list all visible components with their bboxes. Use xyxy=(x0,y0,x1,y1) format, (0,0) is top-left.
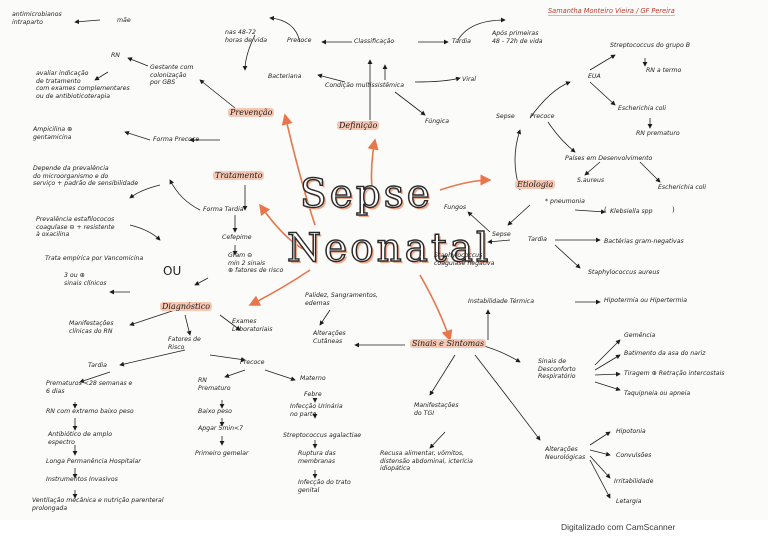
resp-item: Batimento da asa do nariz xyxy=(624,350,706,357)
resp-item: Taquipneia ou apneia xyxy=(624,390,691,397)
treatment-late-options: Prevalência estafilococos coagulase ⊖ + … xyxy=(36,216,115,239)
etiology-strep-note: RN a termo xyxy=(646,67,682,74)
maternal-risk-item: Infecção do trato genital xyxy=(298,479,351,494)
maternal-risk-item: Streptococcus agalactiae xyxy=(283,432,362,439)
etiology-ecoli-2: Escherichia coli xyxy=(658,184,706,191)
etiology-saureus: S.aureus xyxy=(577,177,605,184)
author-name: Samantha Monteiro Vieira / GF Pereira xyxy=(548,7,675,16)
signs-tgi-items: Recusa alimentar, vômitos, distensão abd… xyxy=(380,450,473,473)
tardia-timing: Após primeiras 48 - 72h de vida xyxy=(492,30,543,45)
classification-tardia: Tardia xyxy=(452,38,471,45)
neuro-item: Convulsões xyxy=(616,452,652,459)
diagnosis-clinical: Manifestações clínicas do RN xyxy=(69,320,114,335)
etiology-sepse-2: Sepse xyxy=(492,231,511,238)
precoce-risk-item: Baixo peso xyxy=(198,408,232,415)
diagnosis-lab: Exames Laboratoriais xyxy=(232,318,273,333)
signs-thermal-outcome: Hipotermia ou Hipertermia xyxy=(604,297,688,304)
etiology-eua: EUA xyxy=(588,73,601,80)
precoce-timing: nas 48-72 horas de vida xyxy=(225,29,268,44)
tardia-risk-item: Longa Permanência Hospitalar xyxy=(46,458,141,465)
maternal-risk-item: Materno xyxy=(300,375,326,382)
tardia-risk-item: Antibiótico de amplo espectro xyxy=(48,431,112,446)
diagnosis-label: Diagnóstico xyxy=(160,302,213,311)
klebsiella-paren-left: ( xyxy=(604,206,607,214)
tardia-risk-item: Instrumentos Invasivos xyxy=(46,476,118,483)
signs-skin: Alterações Cutâneas xyxy=(313,330,346,345)
prevention-top-note: antimicrobianos intraparto xyxy=(12,11,62,26)
etiology-klebsiella: Klebsiella spp xyxy=(610,208,653,215)
prevention-rn: RN xyxy=(111,52,120,59)
klebsiella-paren-right: ) xyxy=(672,206,675,214)
etiology-precoce: Precoce xyxy=(530,113,555,120)
title-line-1: Sepse xyxy=(299,172,433,217)
prevention-rn-condition: Gestante com colonização por GBS xyxy=(150,64,194,87)
neuro-item: Letargia xyxy=(616,498,642,505)
tardia-risk-item: RN com extremo baixo peso xyxy=(46,408,134,415)
tardia-risk-item: Ventilação mecânica e nutrição parentera… xyxy=(32,497,164,512)
definition-condition: Condição multissistêmica xyxy=(325,82,404,89)
resp-item: Tiragem ⊕ Retração intercostais xyxy=(624,370,725,377)
diagnosis-risk-precoce: Precoce xyxy=(240,359,265,366)
signs-pallor: Palidez, Sangramentos, edemas xyxy=(305,292,378,307)
classification-precoce: Precoce xyxy=(287,37,312,44)
treatment-criteria: Gram ⊖ min 2 sinais ⊕ fatores de risco xyxy=(228,252,284,275)
precoce-risk-item: Apgar 5min<7 xyxy=(198,425,244,432)
type-fungica: Fúngica xyxy=(425,118,449,125)
signs-thermal: Instabilidade Térmica xyxy=(468,298,534,305)
prevention-label: Prevenção xyxy=(228,108,275,117)
etiology-label: Etiologia xyxy=(515,180,556,189)
etiology-ecoli-note: RN prematuro xyxy=(636,130,680,137)
treatment-label: Tratamento xyxy=(213,171,265,180)
etiology-sepse: Sepse xyxy=(496,113,515,120)
signs-tgi: Manifestações do TGI xyxy=(414,402,459,417)
precoce-risk-item: Primeiro gemelar xyxy=(195,450,249,457)
etiology-fungos: Fungos xyxy=(444,204,467,211)
main-branch-arrows xyxy=(248,113,492,342)
etiology-pneumonia: * pneumonia xyxy=(545,198,585,205)
prevention-rn-note: avaliar indicação de tratamento com exam… xyxy=(36,70,130,100)
signs-label: Sinais e Sintomas xyxy=(410,339,487,348)
maternal-risk-item: Infecção Urinária no parto xyxy=(290,403,343,418)
treatment-duration: 3 ou ⊕ sinais clínicos xyxy=(64,272,107,287)
neuro-item: Hipotonia xyxy=(616,428,646,435)
etiology-strep: Streptococcus do grupo B xyxy=(610,42,690,49)
treatment-ou: OU xyxy=(163,264,182,278)
etiology-staph-coag: Staphylococcus coagulase negativa xyxy=(434,252,495,267)
diagnosis-risk: Fatores de Risco xyxy=(168,336,201,351)
prevention-mae: mãe xyxy=(117,17,131,24)
maternal-risk-item: Febre xyxy=(304,391,322,398)
treatment-cefepime: Cefepime xyxy=(222,234,252,241)
treatment-early-drugs: Ampicilina ⊕ gentamicina xyxy=(33,126,73,141)
neuro-item: Irritabilidade xyxy=(614,478,654,485)
maternal-risk-item: Ruptura das membranas xyxy=(298,450,336,465)
signs-resp-title: Sinais de Desconforto Respiratório xyxy=(538,358,576,381)
sub-arrows xyxy=(72,15,661,499)
etiology-ecoli: Escherichia coli xyxy=(618,105,666,112)
treatment-vanco: Trata empírica por Vancomicina xyxy=(45,255,144,262)
tardia-risk-item: Prematuros <28 semanas e 6 dias xyxy=(46,380,133,395)
etiology-gram-negative: Bactérias gram-negativas xyxy=(604,238,684,245)
etiology-dev-countries: Países em Desenvolvimento xyxy=(565,155,653,162)
type-bacteriana: Bacteriana xyxy=(268,73,302,80)
etiology-staph-aureus: Staphylococcus aureus xyxy=(588,269,660,276)
paper-edge xyxy=(0,520,768,543)
signs-neuro-title: Alterações Neurológicas xyxy=(545,446,586,461)
treatment-early-form: Forma Precoce xyxy=(153,136,200,143)
type-viral: Viral xyxy=(462,76,477,83)
resp-item: Gemência xyxy=(624,332,656,339)
treatment-late-form: Forma Tardia xyxy=(203,206,244,213)
precoce-risk-item: RN Prematuro xyxy=(198,377,231,392)
definition-label: Definição xyxy=(337,121,380,130)
treatment-late-dependency: Depende da prevalência do microorganismo… xyxy=(33,165,139,188)
diagnosis-risk-tardia: Tardia xyxy=(88,362,107,369)
etiology-tardia: Tardia xyxy=(528,236,547,243)
classification-label: Classificação xyxy=(354,38,395,45)
title-line-2: Neonatal xyxy=(286,226,492,271)
scanner-watermark: Digitalizado com CamScanner xyxy=(561,522,676,532)
